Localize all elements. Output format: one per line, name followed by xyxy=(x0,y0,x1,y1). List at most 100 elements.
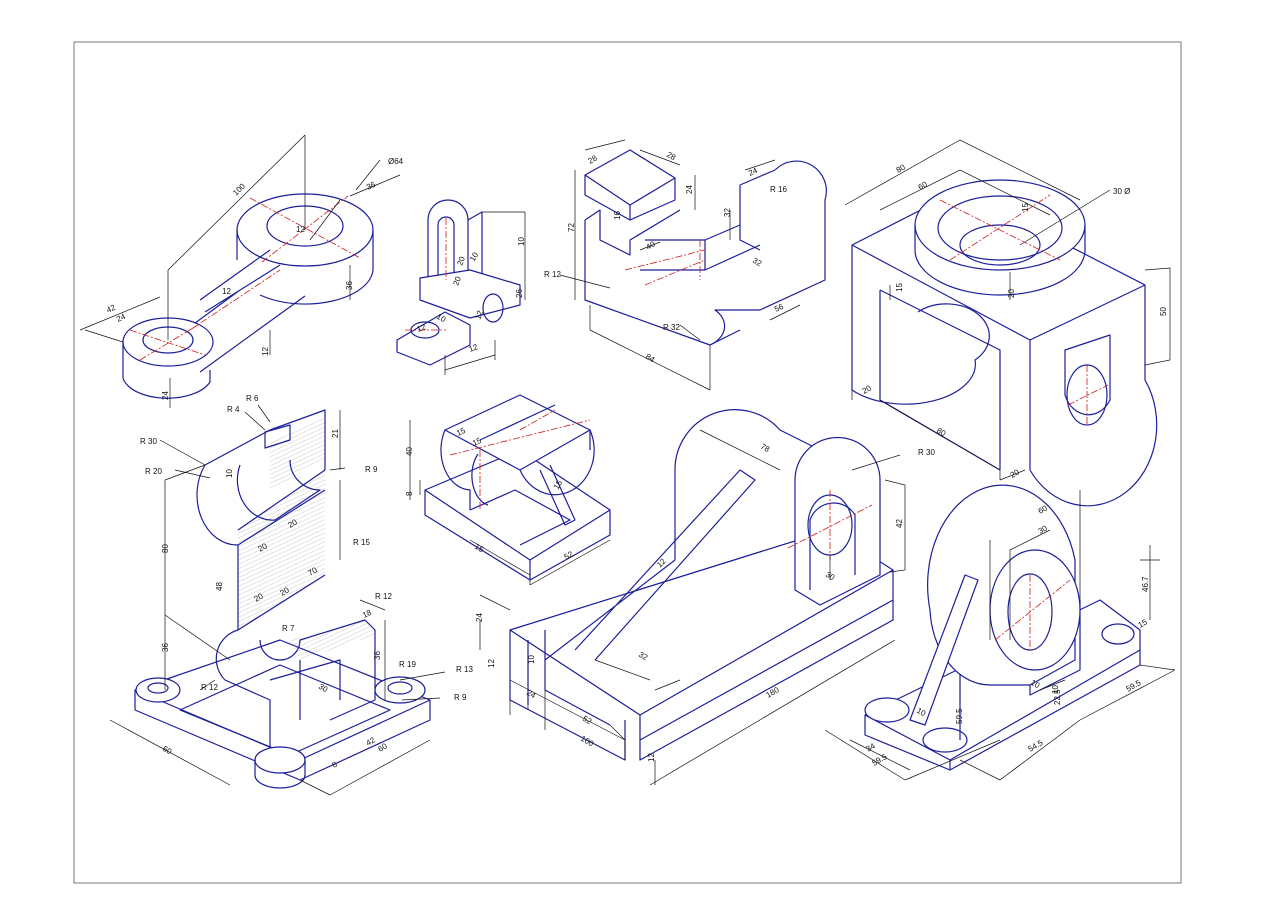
dim-label: R 12 xyxy=(201,683,218,692)
dim-label: 20 xyxy=(1007,289,1016,298)
dim-label: R 6 xyxy=(246,394,259,403)
dim-label: 12 xyxy=(296,225,305,234)
dim-label: 40 xyxy=(405,447,414,456)
dim-label: R 30 xyxy=(918,448,935,457)
dim-label: 60 xyxy=(917,179,930,191)
dim-label: R 9 xyxy=(365,465,378,474)
drawing-step-block xyxy=(559,139,827,391)
dim-label: 10 xyxy=(468,250,481,263)
dim-label: 42 xyxy=(895,519,904,528)
dim-label: R 7 xyxy=(282,624,295,633)
dim-label: 80 xyxy=(935,426,948,439)
dim-label: 20 xyxy=(1009,467,1022,479)
dim-label: 16 xyxy=(613,211,622,220)
dim-label: 8 xyxy=(405,491,414,496)
dim-label: 20 xyxy=(861,383,874,395)
dim-label: 78 xyxy=(759,442,772,454)
dim-label: 22.5 xyxy=(1053,689,1062,705)
dim-label: R 30 xyxy=(140,437,157,446)
dim-label: 15 xyxy=(1137,617,1150,630)
drawing-bearing-housing xyxy=(109,404,446,796)
dim-label: R 13 xyxy=(456,665,473,674)
dim-label: 8 xyxy=(331,759,340,769)
dim-label: R 19 xyxy=(399,660,416,669)
dim-label: 59.5 xyxy=(955,708,964,724)
dim-label: 56 xyxy=(773,302,785,314)
dim-label: 50 xyxy=(1159,307,1168,316)
dim-label: 12 xyxy=(416,322,428,334)
dim-label: R 4 xyxy=(227,405,240,414)
dim-label: 18 xyxy=(361,608,373,620)
dim-label: 100 xyxy=(231,181,247,197)
dim-label: 42 xyxy=(105,303,117,315)
dim-label: 24 xyxy=(475,613,484,622)
dim-label: 12 xyxy=(261,347,270,356)
dim-label: 46.7 xyxy=(1141,576,1150,592)
labels-lever-arm: 100 Ø64 36 24 42 36 12 24 12 12 xyxy=(105,157,404,400)
dim-label: R 12 xyxy=(544,270,561,279)
drawing-lever-arm xyxy=(79,134,401,408)
dim-label: Ø64 xyxy=(388,157,404,166)
dim-label: 21 xyxy=(331,429,340,438)
dim-label: 24 xyxy=(115,312,127,324)
dim-label: R 32 xyxy=(663,323,680,332)
drawing-cradle-support xyxy=(409,394,611,586)
dim-label: 15 xyxy=(895,283,904,292)
dim-label: 10 xyxy=(1051,685,1060,694)
dim-label: 32 xyxy=(723,208,732,217)
dim-label: 36 xyxy=(345,281,354,290)
dim-label: 28 xyxy=(665,150,678,163)
dim-label: 26 xyxy=(515,289,524,298)
dim-label: 80 xyxy=(895,162,908,174)
dim-label: R 15 xyxy=(353,538,370,547)
dim-label: 12 xyxy=(487,659,496,668)
dim-label: R 16 xyxy=(770,185,787,194)
drawing-angle-bracket xyxy=(479,409,906,786)
dim-label: 20 xyxy=(451,275,463,287)
labels-clevis-bracket: 10 10 20 26 12 10 12 12 20 xyxy=(416,237,526,354)
dim-label: 100 xyxy=(579,734,596,749)
dim-label: R 12 xyxy=(375,592,392,601)
dim-label: 15 xyxy=(1021,203,1030,212)
dim-label: 54.5 xyxy=(1027,738,1045,754)
dim-label: 36 xyxy=(365,180,377,192)
dim-label: 10 xyxy=(527,655,536,664)
dim-label: 28 xyxy=(587,153,600,166)
dim-label: 30 Ø xyxy=(1113,187,1130,196)
dim-label: 36 xyxy=(161,643,170,652)
dim-label: 72 xyxy=(567,223,576,232)
drawing-shaft-support xyxy=(824,484,1176,781)
dim-label: 15 xyxy=(473,542,486,555)
dim-label: 15 xyxy=(471,436,483,448)
dim-label: 10 xyxy=(517,237,526,246)
dim-label: 24 xyxy=(161,391,170,400)
dim-label: 24 xyxy=(685,185,694,194)
dim-label: 12 xyxy=(222,287,231,296)
dim-label: 59.5 xyxy=(871,752,889,768)
dim-label: R 9 xyxy=(454,693,467,702)
drawing-clevis-bracket xyxy=(396,199,526,375)
labels-bearing-housing: R 6 R 4 R 30 R 20 10 21 R 9 20 R 15 20 8… xyxy=(140,394,473,770)
dim-label: 30 xyxy=(317,682,330,695)
dim-label: 34 xyxy=(865,741,878,754)
dim-label: R 20 xyxy=(145,467,162,476)
dim-label: 180 xyxy=(765,685,782,700)
dim-label: 12 xyxy=(647,753,656,762)
dim-label: 60 xyxy=(161,744,174,757)
dim-label: 52 xyxy=(563,549,576,562)
dim-label: 48 xyxy=(215,582,224,591)
dim-label: 80 xyxy=(161,544,170,553)
dim-label: 32 xyxy=(751,256,764,269)
dim-label: 12 xyxy=(468,342,480,354)
dim-label: 36 xyxy=(373,651,382,660)
dim-label: 12 xyxy=(473,309,485,321)
dim-label: 15 xyxy=(455,426,467,438)
dim-label: 20 xyxy=(455,255,467,267)
dim-label: 10 xyxy=(225,469,234,478)
sheet-frame xyxy=(73,41,1182,884)
dim-label: 40 xyxy=(645,239,658,252)
dim-label: 24 xyxy=(747,166,759,178)
dim-label: 24 xyxy=(525,688,538,701)
